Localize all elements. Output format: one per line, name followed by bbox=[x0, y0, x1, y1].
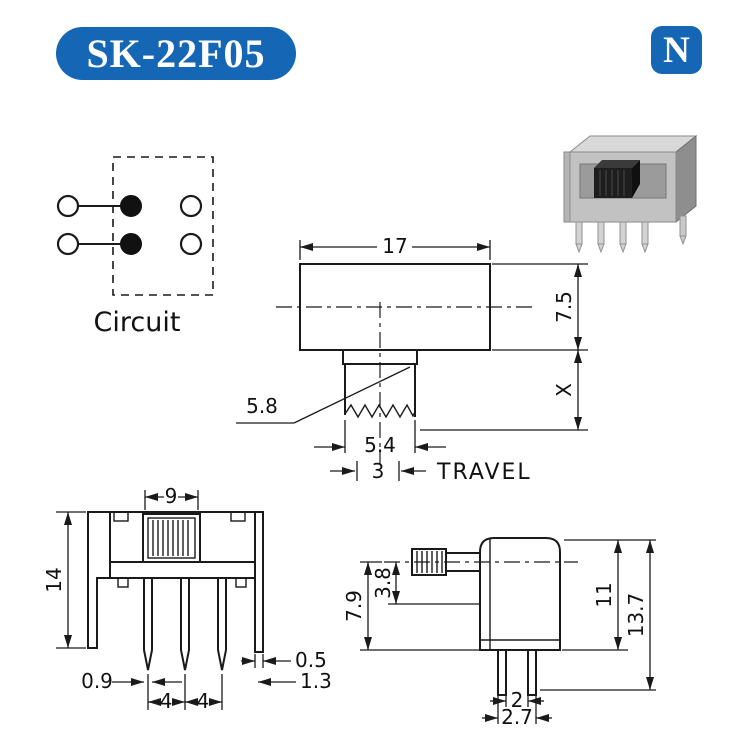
brand-badge: N bbox=[651, 26, 702, 74]
circuit-dashed-box bbox=[112, 156, 214, 296]
dim-foot-width: 1.3 bbox=[300, 669, 332, 693]
dim-center-to-base: 7.9 bbox=[342, 590, 366, 622]
terminal-open bbox=[179, 194, 203, 218]
dim-pin-gap: 2 bbox=[511, 688, 524, 712]
pin bbox=[497, 649, 507, 696]
dim-side-overall-height: 13.7 bbox=[624, 593, 648, 638]
front-view-drawing: 9 14 0.5 0.9 4 4 bbox=[42, 484, 332, 713]
pin bbox=[527, 649, 537, 696]
break-line bbox=[344, 403, 416, 419]
dim-bracket-thickness: 0.5 bbox=[295, 648, 327, 672]
top-view-drawing: 17 7.5 X 5.8 5.4 3 bbox=[236, 234, 588, 485]
terminal-common bbox=[120, 233, 142, 255]
dim-pin-span: 2.7 bbox=[501, 705, 533, 729]
dim-pin-pitch-right: 4 bbox=[197, 689, 210, 713]
dim-center-to-mount: 3.8 bbox=[371, 567, 395, 599]
model-badge: SK-22F05 bbox=[56, 27, 296, 80]
brand-badge-label: N bbox=[663, 29, 690, 71]
terminal-open bbox=[56, 232, 80, 256]
knob-outline bbox=[142, 513, 201, 563]
side-body-outline bbox=[479, 537, 561, 651]
circuit-diagram: Circuit bbox=[56, 156, 214, 338]
photo-pins bbox=[575, 215, 687, 254]
travel-label: TRAVEL bbox=[436, 460, 532, 485]
dim-body-height: 7.5 bbox=[552, 291, 576, 323]
pin bbox=[143, 577, 153, 671]
dim-stem-width: 5.4 bbox=[364, 433, 396, 457]
terminal-open bbox=[179, 232, 203, 256]
terminal-open bbox=[56, 194, 80, 218]
dim-knob-width: 9 bbox=[165, 484, 178, 508]
dim-under-body-height: X bbox=[552, 383, 576, 397]
circuit-caption: Circuit bbox=[94, 307, 181, 338]
side-view-drawing: 7.9 3.8 11 13.7 2 2.7 bbox=[342, 537, 656, 729]
product-photo bbox=[563, 134, 698, 254]
pin bbox=[180, 577, 190, 671]
dim-side-body-height: 11 bbox=[592, 582, 616, 607]
dim-pin-pitch-left: 4 bbox=[160, 689, 173, 713]
terminal-common bbox=[120, 195, 142, 217]
pin bbox=[217, 577, 227, 671]
dim-overall-height: 14 bbox=[42, 567, 66, 592]
dim-travel: 3 bbox=[372, 459, 385, 483]
model-badge-label: SK-22F05 bbox=[86, 31, 266, 76]
dim-body-width: 17 bbox=[382, 234, 407, 258]
dim-boss-width: 5.8 bbox=[246, 394, 278, 418]
dim-pin-width: 0.9 bbox=[81, 669, 113, 693]
